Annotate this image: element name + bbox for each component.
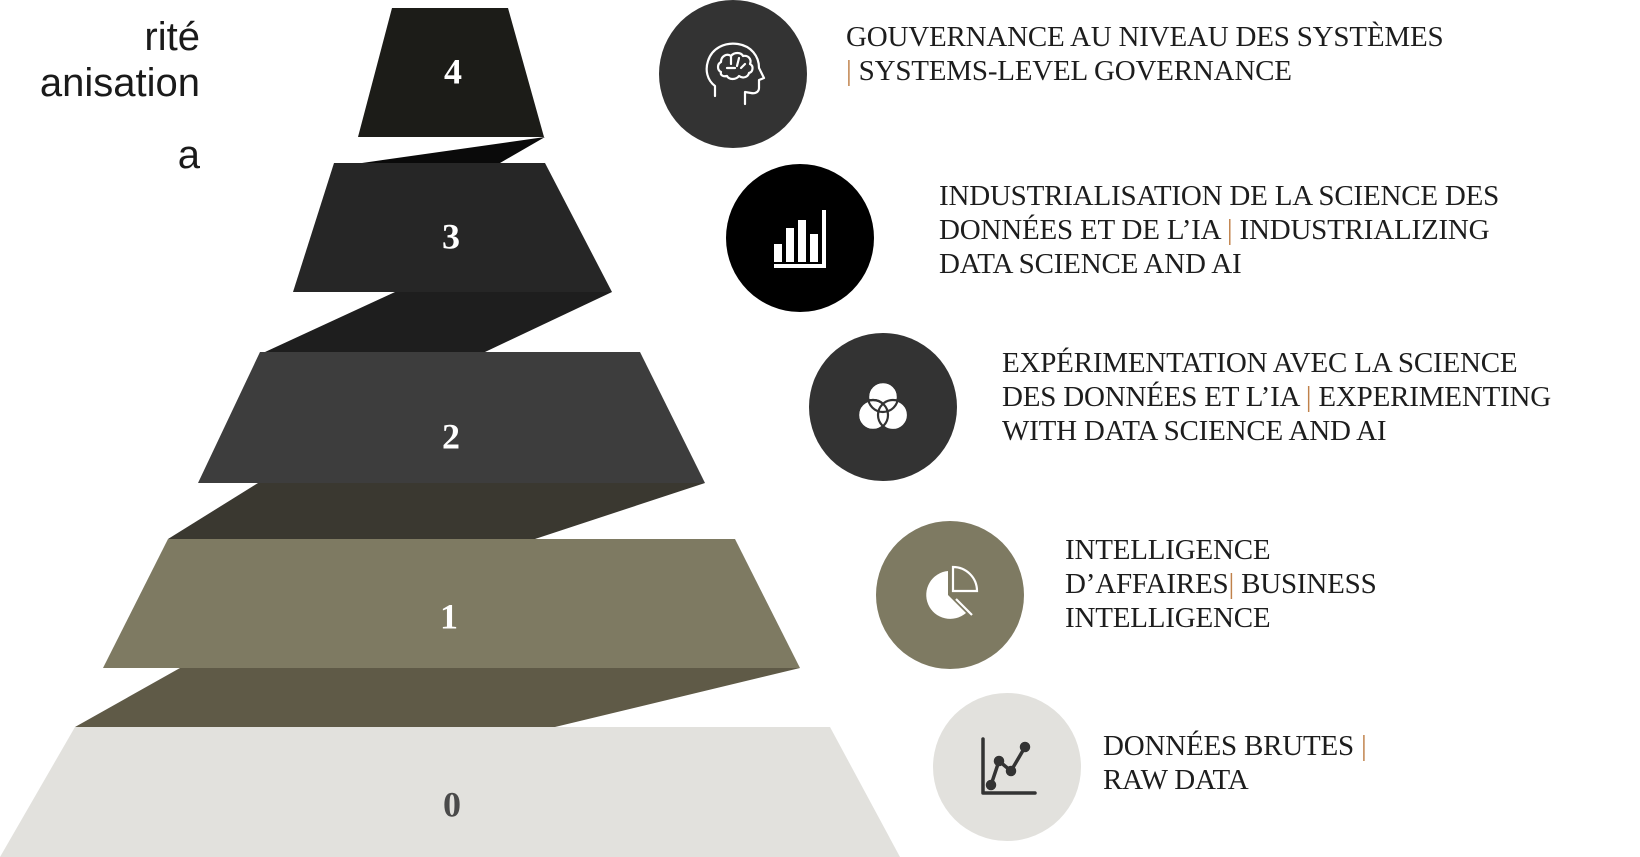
level-2-label-line-3: EXPERIMENTING [1318,381,1552,413]
pyramid-tier-3 [293,163,612,292]
level-1-label-line-3: BUSINESS [1241,568,1377,600]
level-4-icon-circle [659,0,807,148]
heading-line-2: anisation [39,61,200,105]
level-3-label-line-1: INDUSTRIALISATION DE LA SCIENCE DES [939,180,1500,212]
tier-number-2: 2 [442,416,460,456]
level-1-label: INTELLIGENCE D’AFFAIRES| BUSINESS INTELL… [1065,533,1377,635]
maturity-pyramid: 4 3 2 1 0 [0,8,900,857]
level-0-label: DONNÉES BRUTES | RAW DATA [1103,729,1367,797]
line-graph-icon [981,737,1037,795]
level-3-label-line-4: DATA SCIENCE AND AI [939,248,1242,280]
level-2-label-line-4: WITH DATA SCIENCE AND AI [1002,415,1387,447]
level-0-icon-circle [933,693,1081,841]
bar-chart-icon [774,210,826,268]
connector-4-3 [345,137,545,163]
pyramid-tier-2 [198,352,705,483]
level-2-label-line-1: EXPÉRIMENTATION AVEC LA SCIENCE [1002,347,1518,379]
level-3-label: INDUSTRIALISATION DE LA SCIENCE DES DONN… [939,179,1499,281]
connector-1-0 [75,668,800,727]
level-0-label-line-2: RAW DATA [1103,764,1249,796]
level-0-label-line-1: DONNÉES BRUTES [1103,730,1354,762]
pyramid-tier-1 [103,539,800,668]
level-1-label-line-4: INTELLIGENCE [1065,602,1271,634]
level-4-label: GOUVERNANCE AU NIVEAU DES SYSTÈMES | SYS… [846,20,1444,88]
heading-line-1: rité [144,15,200,59]
brain-head-icon [705,42,766,106]
pie-chart-icon [926,565,979,619]
page-heading: rité anisation a [0,14,200,178]
level-1-label-line-1: INTELLIGENCE [1065,534,1271,566]
tier-number-1: 1 [440,596,458,636]
tier-number-3: 3 [442,216,460,256]
level-2-label: EXPÉRIMENTATION AVEC LA SCIENCE DES DONN… [1002,346,1551,448]
level-1-label-line-2: D’AFFAIRES [1065,568,1229,600]
level-1-icon-circle [876,521,1024,669]
tier-number-4: 4 [444,51,462,91]
connector-3-2 [265,292,612,352]
level-2-label-line-2: DES DONNÉES ET L’IA [1002,381,1299,413]
level-2-icon-circle [809,333,957,481]
separator: | [846,55,852,87]
separator: | [1226,214,1233,246]
separator: | [1305,381,1312,413]
separator: | [1361,730,1367,762]
level-3-label-line-3: INDUSTRIALIZING [1239,214,1490,246]
connector-2-1 [168,483,705,539]
separator: | [1228,568,1235,600]
level-4-label-en: SYSTEMS-LEVEL GOVERNANCE [858,55,1292,87]
heading-line-3: a [177,133,200,177]
pyramid-tier-4 [358,8,544,137]
tier-number-0: 0 [443,784,461,824]
pyramid-tier-0 [0,727,900,857]
level-3-icon-circle [726,164,874,312]
level-4-label-fr: GOUVERNANCE AU NIVEAU DES SYSTÈMES [846,21,1444,53]
venn-diagram-icon [856,380,910,432]
level-3-label-line-2: DONNÉES ET DE L’IA [939,214,1220,246]
